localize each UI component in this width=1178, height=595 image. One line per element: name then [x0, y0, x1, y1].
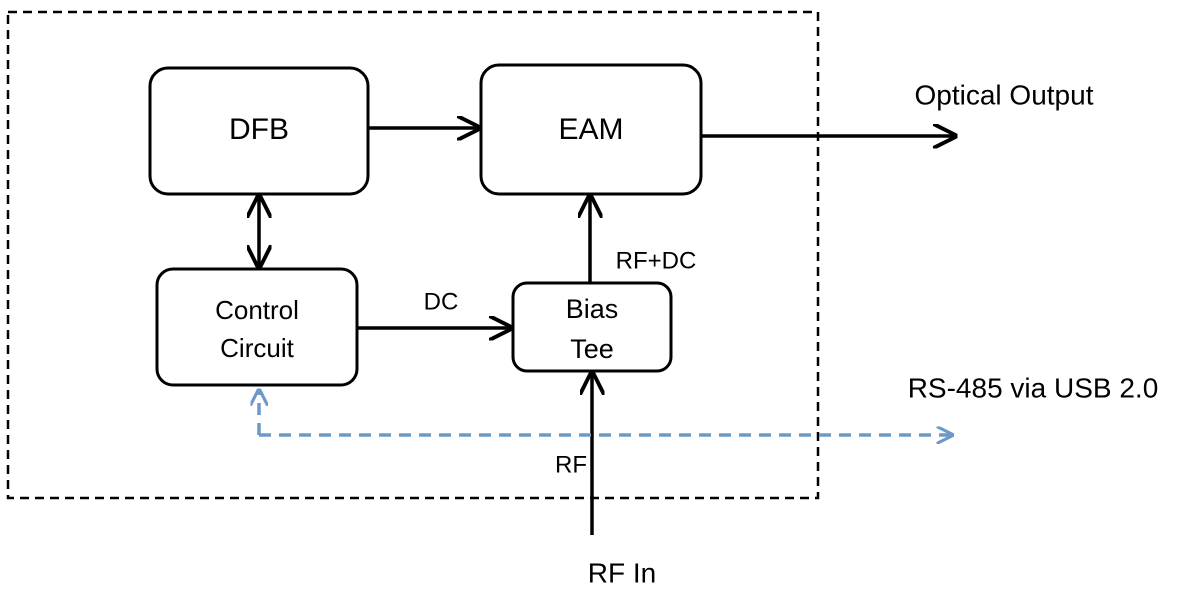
rs485-link [259, 390, 952, 435]
rf-label: RF [555, 451, 587, 478]
control-circuit-box [155, 267, 359, 387]
eam-block: EAM [479, 63, 703, 196]
dfb-label: DFB [229, 113, 289, 146]
rf-dc-label: RF+DC [616, 247, 697, 274]
dfb-block: DFB [148, 66, 370, 196]
bias-tee-label-line1: Bias [566, 294, 619, 324]
bias-tee-block: Bias Tee [511, 281, 673, 373]
rs485-usb-label: RS-485 via USB 2.0 [908, 372, 1159, 403]
rf-in-label: RF In [588, 557, 656, 588]
control-circuit-block: Control Circuit [155, 267, 359, 387]
eam-label: EAM [558, 113, 623, 146]
dc-label: DC [424, 288, 459, 315]
bias-tee-label-line2: Tee [570, 334, 614, 364]
module-enclosure [6, 10, 820, 500]
control-circuit-label-line1: Control [215, 295, 299, 325]
optical-output-label: Optical Output [915, 79, 1094, 110]
control-circuit-label-line2: Circuit [220, 333, 294, 363]
